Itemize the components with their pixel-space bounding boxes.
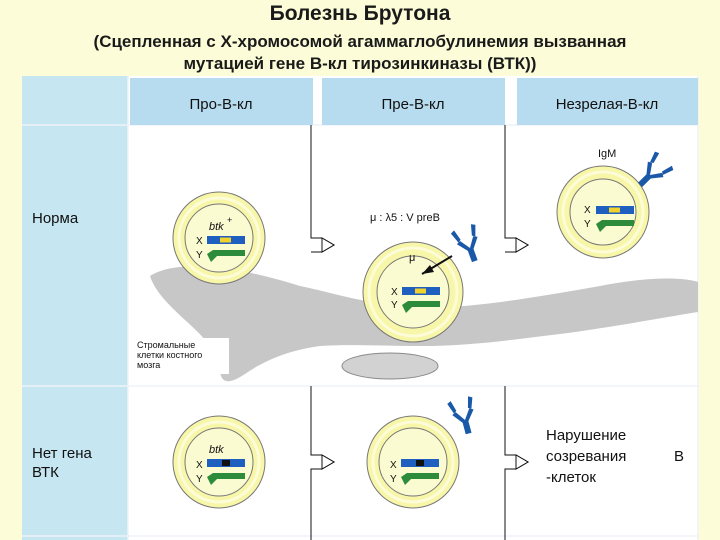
igm-label: IgM <box>598 148 616 160</box>
svg-text:Y: Y <box>196 474 203 485</box>
svg-text:клетки костного: клетки костного <box>137 350 202 360</box>
svg-text:Y: Y <box>196 250 203 261</box>
svg-text:X: X <box>390 460 397 471</box>
cell-normal-pro-b: btk + X Y <box>172 191 266 285</box>
row-label-normal: Норма <box>32 210 79 227</box>
column-header-pre-b: Пре-В-кл <box>322 78 505 125</box>
maturation-defect-label: Нарушение созревания -клеток В <box>546 427 684 486</box>
svg-text:Незрелая-В-кл: Незрелая-В-кл <box>556 96 659 113</box>
arrow-normal-pro-to-pre <box>310 125 335 253</box>
pre-b-receptor-label: μ : λ5 : V preB <box>370 212 440 224</box>
row-label-column <box>22 76 128 540</box>
svg-text:В: В <box>674 448 684 465</box>
page-title: Болезнь Брутона <box>269 2 451 25</box>
svg-text:X: X <box>196 460 203 471</box>
svg-text:Нарушение: Нарушение <box>546 427 626 444</box>
row-label-no-gene-line2: ВТК <box>32 464 59 481</box>
svg-text:+: + <box>227 215 232 225</box>
subtitle-line-1: (Сцепленная с Х-хромосомой агаммаглобули… <box>93 32 627 51</box>
stromal-label: Стромальные клетки костного мозга <box>134 338 229 374</box>
svg-text:X: X <box>391 287 398 298</box>
svg-text:X: X <box>584 205 591 216</box>
svg-text:X: X <box>196 236 203 247</box>
column-header-pro-b: Про-В-кл <box>130 78 313 125</box>
cell-normal-immature-b: X Y <box>556 150 675 259</box>
svg-text:Про-В-кл: Про-В-кл <box>190 96 253 113</box>
arrow-defect-pre-to-immature <box>504 386 529 540</box>
svg-text:Стромальные: Стромальные <box>137 340 195 350</box>
svg-text:мозга: мозга <box>137 360 160 370</box>
cell-defect-pro-b: btk X Y <box>172 415 266 509</box>
arrow-normal-pre-to-immature <box>504 125 529 253</box>
column-header-immature-b: Незрелая-В-кл <box>517 78 698 125</box>
svg-text:созревания: созревания <box>546 448 626 465</box>
arrow-defect-pro-to-pre <box>310 386 335 540</box>
svg-text:-клеток: -клеток <box>546 469 596 486</box>
svg-text:Y: Y <box>390 474 397 485</box>
svg-text:Пре-В-кл: Пре-В-кл <box>382 96 445 113</box>
svg-text:μ: μ <box>409 252 415 264</box>
svg-text:btk: btk <box>209 221 224 233</box>
cell-defect-pre-b: X Y <box>366 395 482 509</box>
subtitle-line-2: мутацией гене В-кл тирозинкиназы (ВТК)) <box>183 54 537 73</box>
cell-normal-pre-b: μ X Y <box>362 222 488 343</box>
svg-text:Y: Y <box>584 219 591 230</box>
svg-text:Y: Y <box>391 300 398 311</box>
svg-text:btk: btk <box>209 444 224 456</box>
page-subtitle: (Сцепленная с Х-хромосомой агаммаглобули… <box>0 31 720 75</box>
row-label-no-gene-line1: Нет гена <box>32 445 92 462</box>
